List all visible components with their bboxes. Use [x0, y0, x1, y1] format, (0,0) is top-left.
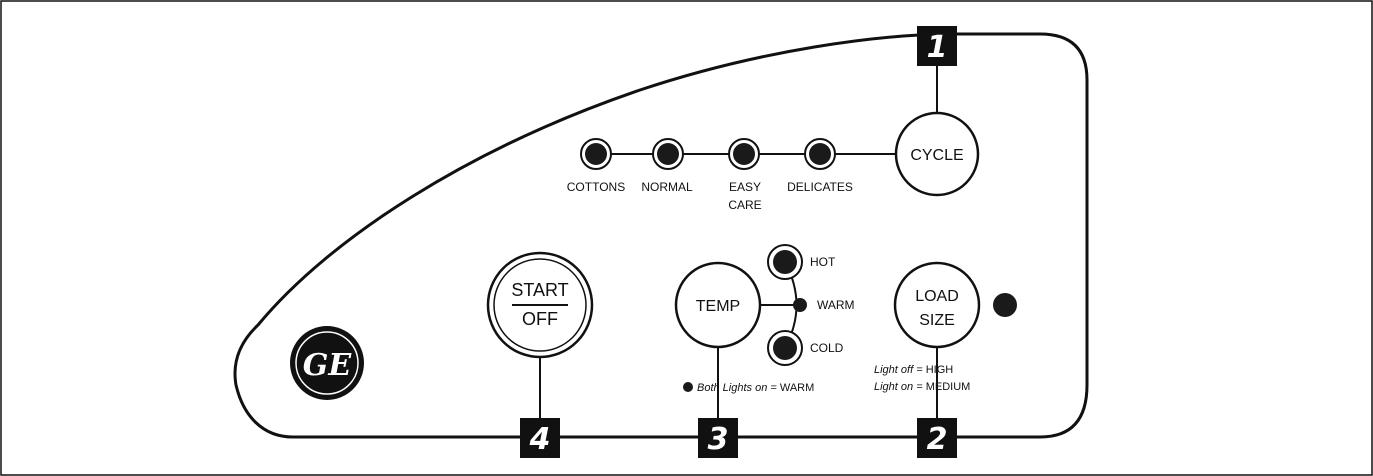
- cycle-label-care: CARE: [728, 198, 761, 212]
- cycle-light-easy-care[interactable]: [728, 138, 760, 170]
- cycle-light-cottons[interactable]: [580, 138, 612, 170]
- panel-outline: [233, 32, 1089, 439]
- temp-light-hot[interactable]: [767, 244, 803, 280]
- cycle-light-delicates[interactable]: [804, 138, 836, 170]
- callout-1: 1: [917, 26, 957, 66]
- temp-label-warm: WARM: [817, 298, 855, 312]
- load-size-button[interactable]: LOAD SIZE: [893, 261, 981, 349]
- cycle-label-delicates: DELICATES: [787, 180, 853, 194]
- start-label: START: [511, 280, 568, 300]
- cycle-label-normal: NORMAL: [641, 180, 693, 194]
- temp-light-cold[interactable]: [767, 330, 803, 366]
- cycle-button-label: CYCLE: [910, 147, 963, 164]
- both-lights-note: Both Lights on = WARM: [697, 382, 814, 394]
- cycle-button[interactable]: CYCLE: [894, 111, 980, 197]
- temp-light-warm: [793, 298, 807, 312]
- callout-3: 3: [698, 418, 738, 458]
- callout-2-number: 2: [927, 422, 948, 457]
- load-size-label-line1: LOAD: [915, 288, 959, 305]
- cycle-label-cottons: COTTONS: [567, 180, 625, 194]
- callout-1-number: 1: [927, 30, 948, 65]
- callout-3-number: 3: [708, 422, 729, 457]
- temp-button-label: TEMP: [696, 298, 740, 315]
- callout-4-number: 4: [529, 422, 551, 457]
- ge-logo: GE: [290, 326, 364, 400]
- start-off-button[interactable]: START OFF: [486, 251, 594, 359]
- temp-label-hot: HOT: [810, 255, 836, 269]
- cycle-label-easy: EASY: [729, 180, 761, 194]
- temp-button[interactable]: TEMP: [674, 261, 762, 349]
- off-label: OFF: [522, 309, 558, 329]
- temp-label-cold: COLD: [810, 341, 844, 355]
- both-lights-dot: [683, 382, 693, 392]
- ge-logo-text: GE: [303, 348, 353, 383]
- callout-4: 4: [520, 418, 560, 458]
- load-size-legend-off: Light off = HIGH: [874, 364, 953, 376]
- load-size-indicator-light: [993, 293, 1017, 317]
- cycle-light-normal[interactable]: [652, 138, 684, 170]
- load-size-legend-on: Light on = MEDIUM: [874, 381, 970, 393]
- callout-2: 2: [917, 418, 957, 458]
- load-size-label-line2: SIZE: [919, 312, 955, 329]
